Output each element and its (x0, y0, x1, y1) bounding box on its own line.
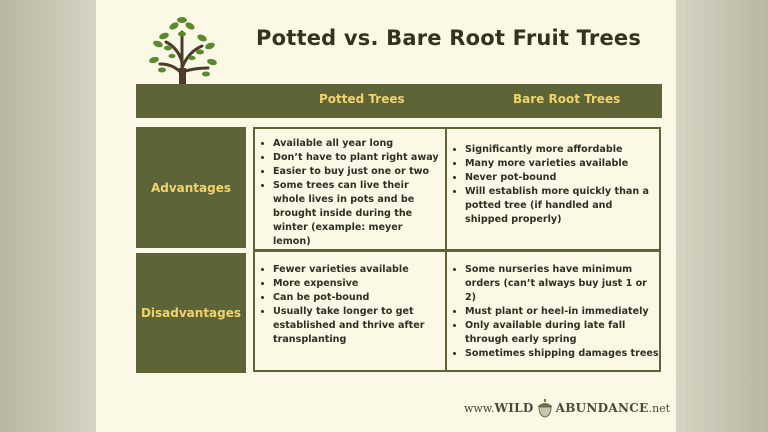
column-header-bare-root: Bare Root Trees (513, 92, 621, 106)
list-item: Many more varieties available (465, 157, 657, 171)
infographic-card: Potted vs. Bare Root Fruit Trees Potted … (96, 0, 676, 432)
list-item: Don’t have to plant right away (273, 151, 443, 165)
brand-footer: www. WILD ABUNDANCE .net (464, 398, 670, 418)
blurred-background-right (676, 0, 768, 432)
column-header-bar: Potted Trees Bare Root Trees (136, 84, 662, 118)
list-item: Available all year long (273, 137, 443, 151)
brand-suffix: .net (648, 401, 671, 415)
cell-potted-disadvantages: Fewer varieties available More expensive… (259, 263, 443, 347)
column-header-potted: Potted Trees (319, 92, 405, 106)
grid-divider-horizontal (255, 249, 659, 252)
list-item: More expensive (273, 277, 443, 291)
cell-bare-root-advantages: Significantly more affordable Many more … (451, 143, 657, 227)
row-label-disadvantages: Disadvantages (136, 253, 246, 373)
brand-name-left: WILD (494, 401, 534, 415)
list-item: Sometimes shipping damages trees (465, 347, 659, 361)
list-item: Only available during late fall through … (465, 319, 659, 347)
list-item: Easier to buy just one or two (273, 165, 443, 179)
cell-potted-advantages: Available all year long Don’t have to pl… (259, 137, 443, 249)
brand-name-right: ABUNDANCE (555, 401, 649, 415)
list-item: Some trees can live their whole lives in… (273, 179, 443, 249)
list-item: Some nurseries have minimum orders (can’… (465, 263, 659, 305)
comparison-grid: Available all year long Don’t have to pl… (253, 127, 661, 372)
list-item: Must plant or heel-in immediately (465, 305, 659, 319)
list-item: Significantly more affordable (465, 143, 657, 157)
page-title: Potted vs. Bare Root Fruit Trees (256, 26, 642, 50)
list-item: Usually take longer to get established a… (273, 305, 443, 347)
list-item: Fewer varieties available (273, 263, 443, 277)
list-item: Can be pot-bound (273, 291, 443, 305)
list-item: Never pot-bound (465, 171, 657, 185)
acorn-icon (537, 399, 552, 418)
blurred-background-left (0, 0, 96, 432)
row-label-advantages: Advantages (136, 127, 246, 248)
list-item: Will establish more quickly than a potte… (465, 185, 657, 227)
brand-prefix: www. (464, 401, 495, 415)
cell-bare-root-disadvantages: Some nurseries have minimum orders (can’… (451, 263, 659, 361)
